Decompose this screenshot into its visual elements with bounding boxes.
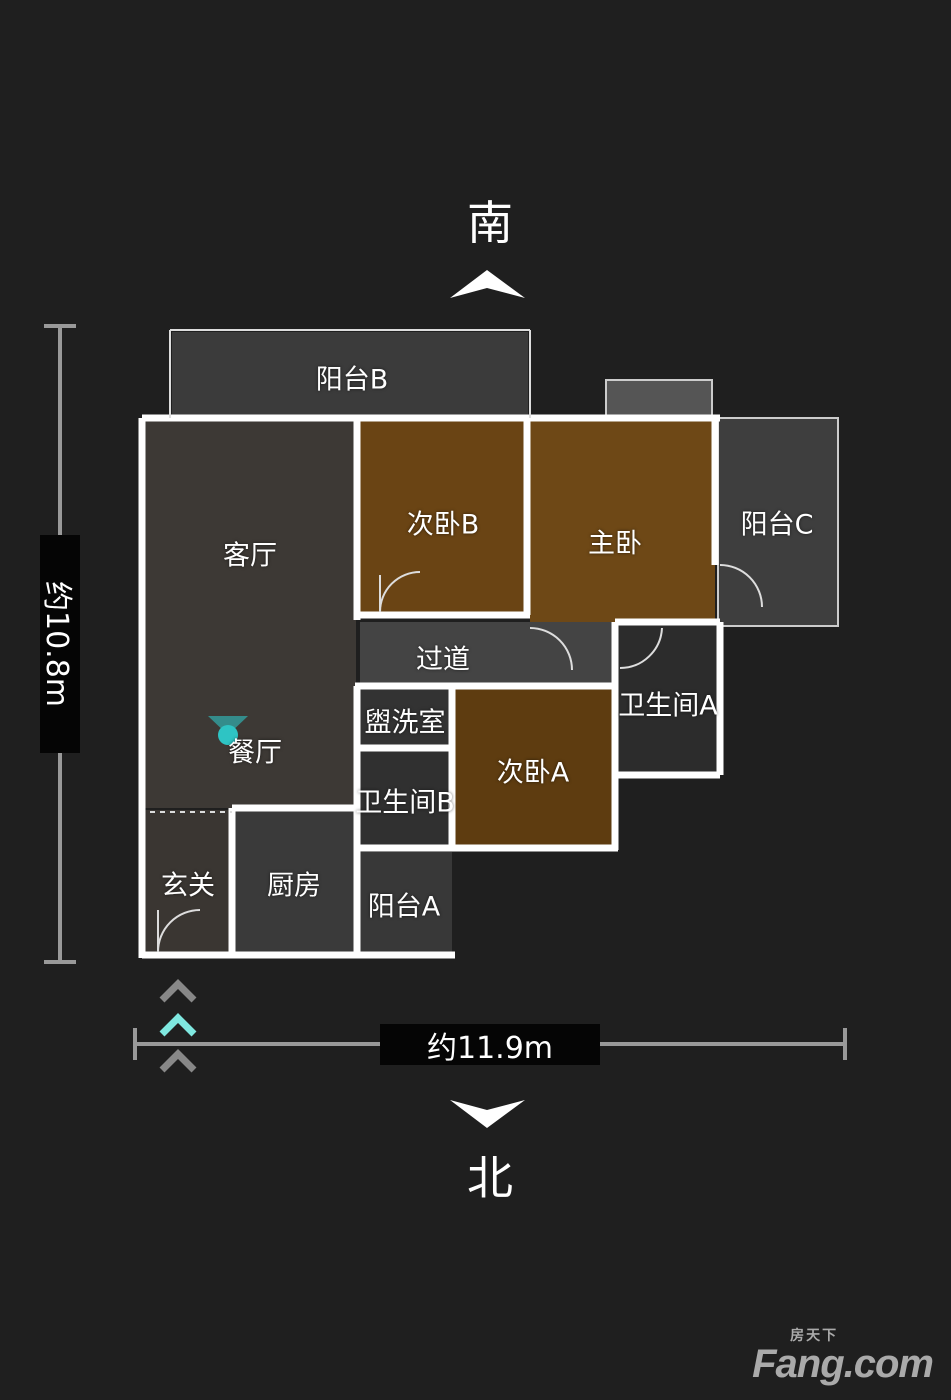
room-bathroom-b: 卫生间B [355,787,455,819]
living-dining-floor [144,420,356,808]
width-dimension-label: 约11.9m [380,1024,600,1066]
room-bedroom-a: 次卧A [496,757,570,789]
height-dimension-label: 约10.8m [39,580,74,708]
bay-window [605,379,713,421]
room-balcony-a: 阳台A [367,891,441,923]
room-master-bedroom: 主卧 [588,528,642,560]
kitchen-floor [235,810,357,955]
bedroom-b-floor [360,420,525,612]
room-kitchen: 厨房 [267,870,321,902]
room-corridor: 过道 [416,644,470,676]
logo-chinese: 房天下 [790,1327,839,1343]
balcony-c-floor [717,417,839,627]
washroom-floor [358,688,450,746]
corridor-floor [360,622,615,686]
room-balcony-c: 阳台C [740,509,814,541]
chevron-down-icon [450,1100,525,1128]
balcony-a-floor [358,852,452,955]
south-label: 南 [467,196,513,250]
entry-arrows-icon [159,979,197,1073]
doors-and-outlines [150,329,763,953]
fang-logo: 房天下 Fang.com [752,1327,934,1386]
north-label: 北 [467,1151,513,1205]
room-balcony-b: 阳台B [315,364,389,396]
room-washroom: 盥洗室 [364,707,446,739]
bathroom-b-floor [358,750,450,850]
room-dining-room: 餐厅 [228,737,282,769]
bathroom-a-floor [615,625,718,775]
room-living-room: 客厅 [223,540,277,572]
room-bathroom-a: 卫生间A [618,690,718,722]
walls [138,414,724,959]
room-entrance: 玄关 [161,870,215,902]
balcony-b-floor [172,332,528,416]
height-dimension-box: 约10.8m [39,535,80,753]
logo-brand: Fang.com [752,1342,934,1386]
bedroom-a-floor [455,688,615,850]
room-bedroom-b: 次卧B [406,509,480,541]
chevron-up-icon [450,270,525,298]
marker-view-cone [208,716,248,735]
